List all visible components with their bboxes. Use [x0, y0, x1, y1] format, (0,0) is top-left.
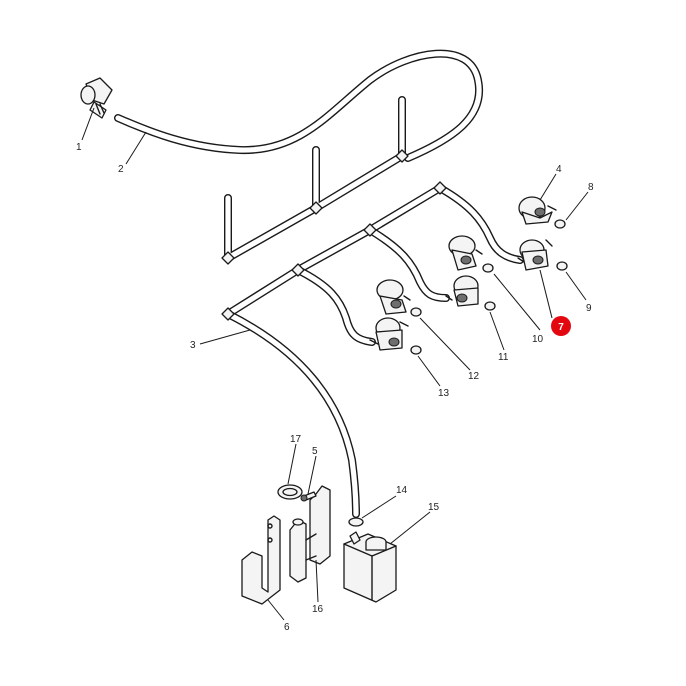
part-15-reservoir: [343, 531, 397, 603]
part-10-nozzle: [448, 235, 483, 271]
part-14-hose-clip: [348, 517, 364, 527]
washer-13: [410, 345, 422, 355]
washer-10: [482, 263, 494, 273]
part-6-mounting-plate: [241, 515, 281, 605]
part-2-hose: [114, 49, 484, 162]
callout-15: 15: [428, 502, 440, 513]
part-16-bracket: [289, 485, 331, 583]
callout-7-highlighted[interactable]: 7: [551, 316, 571, 336]
callout-5: 5: [312, 446, 318, 457]
callout-7: 7: [558, 322, 564, 333]
callout-16: 16: [312, 604, 324, 615]
callout-4: 4: [556, 164, 562, 175]
callout-12: 12: [468, 371, 480, 382]
part-12-nozzle: [376, 279, 411, 315]
part-3-tube-manifold: [221, 96, 524, 518]
callout-8: 8: [588, 182, 594, 193]
callout-11: 11: [498, 352, 509, 363]
washer-11: [484, 301, 496, 311]
callout-17: 17: [290, 434, 302, 445]
washer-9: [556, 261, 568, 271]
leader-lines: [81, 107, 589, 621]
callout-6: 6: [284, 622, 290, 633]
part-11-valve: [445, 275, 479, 307]
part-17-clamp: [277, 484, 303, 500]
part-5-screw: [300, 491, 317, 502]
callout-14: 14: [396, 485, 408, 496]
callout-3: 3: [190, 340, 196, 351]
callout-13: 13: [438, 388, 450, 399]
part-13-valve: [369, 317, 409, 351]
washers: [410, 219, 568, 355]
callout-2: 2: [118, 164, 124, 175]
part-7-valve: [517, 239, 553, 271]
washer-8: [554, 219, 566, 229]
washer-12: [410, 307, 422, 317]
part-1-elbow-connector: [80, 77, 113, 119]
callout-1: 1: [76, 142, 82, 153]
callout-10: 10: [532, 334, 544, 345]
callout-labels: 1 2 3 4 5 6 8 9 10 11 12 13 14 15 16 17 …: [76, 142, 594, 633]
part-4-nozzle: [518, 196, 557, 225]
callout-9: 9: [586, 303, 592, 314]
